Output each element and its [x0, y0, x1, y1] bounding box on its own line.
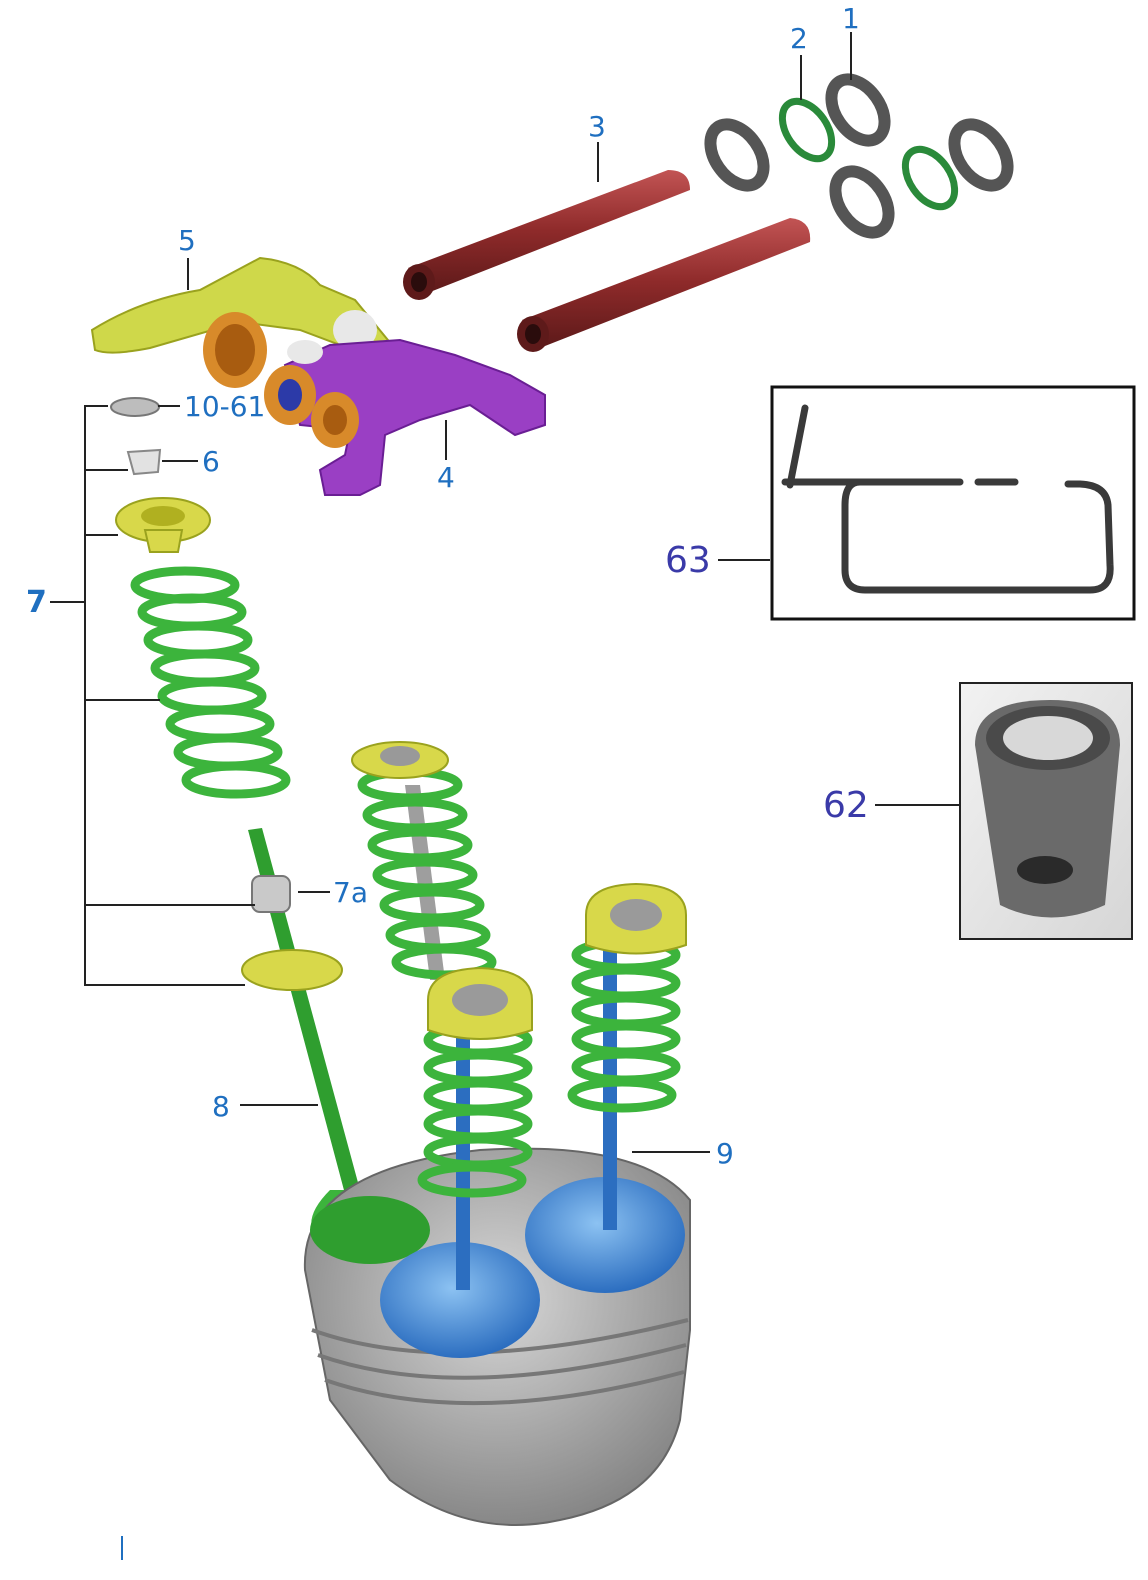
spring-assembly-front-left: [417, 966, 533, 1290]
callout-7: 7: [26, 585, 47, 620]
callout-9: 9: [716, 1137, 734, 1170]
callout-4: 4: [437, 461, 455, 494]
washer-1: [825, 73, 891, 147]
inset-tool-63: [770, 385, 1136, 621]
callout-2: 2: [790, 22, 808, 55]
shim-washer: [829, 165, 895, 239]
valve-spring-exploded: [130, 566, 291, 799]
inset-tool-62: [959, 682, 1133, 940]
rocker-arm-purple: [264, 338, 546, 496]
o-ring-2: [778, 97, 836, 163]
rocker-shaft: [403, 170, 690, 300]
spring-assembly-rear: [351, 741, 497, 980]
rocker-shaft: [517, 218, 811, 352]
exhaust-valve-head: [380, 1242, 540, 1358]
valve-stem-seal-7a: [251, 875, 291, 913]
exhaust-valve-head: [525, 1177, 685, 1293]
spring-assembly-front-right: [567, 882, 687, 1230]
callout-6: 6: [202, 445, 220, 478]
o-ring-2: [901, 145, 959, 211]
washer-1: [948, 118, 1014, 192]
washer-group: [704, 73, 1014, 239]
callout-10-61: 10-61: [184, 390, 265, 423]
valve-collet-6: [126, 448, 162, 476]
spring-seat-lower: [241, 949, 343, 991]
callout-8: 8: [212, 1090, 230, 1123]
rocker-arm-yellow: [90, 256, 394, 388]
shim-washer: [704, 118, 770, 192]
cylinder-head: [303, 1147, 691, 1526]
valve-cap-10-61: [110, 397, 160, 417]
callout-63: 63: [665, 540, 711, 581]
callout-7a: 7a: [333, 876, 368, 909]
callout-3: 3: [588, 110, 606, 143]
callout-1: 1: [842, 2, 860, 35]
callout-62: 62: [823, 785, 869, 826]
leader-lines: [50, 32, 960, 1153]
spring-retainer-upper: [115, 497, 211, 553]
callout-5: 5: [178, 224, 196, 257]
